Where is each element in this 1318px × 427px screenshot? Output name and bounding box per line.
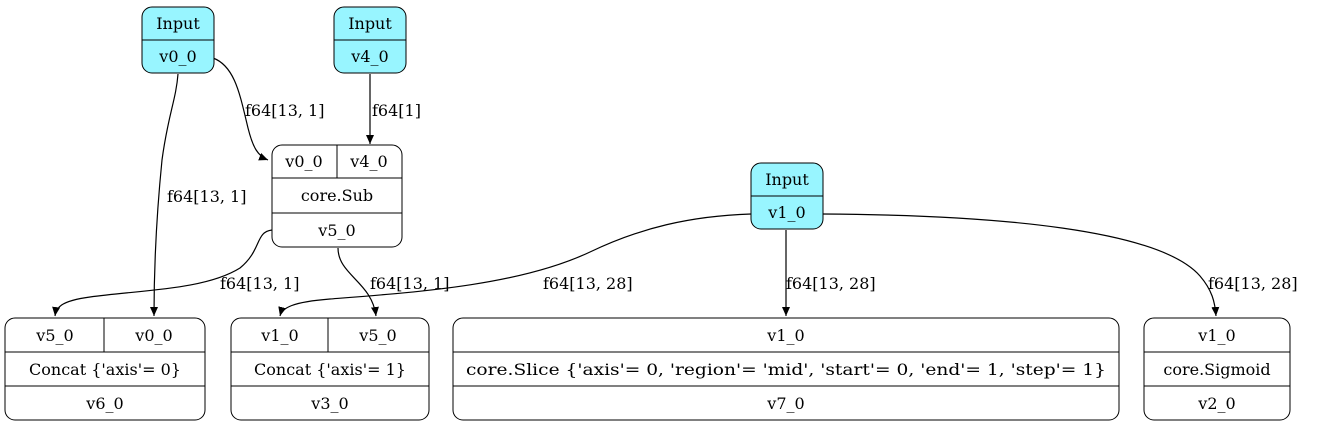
edge-label: f64[13, 28] <box>543 274 633 293</box>
edge-label: f64[13, 28] <box>786 274 876 293</box>
edge-v1-to-slice: f64[13, 28] <box>782 230 876 316</box>
input-node-v0-0[interactable]: Input v0_0 <box>141 6 215 74</box>
output-port: v7_0 <box>766 394 804 413</box>
input-port: v5_0 <box>358 326 396 345</box>
output-port: v2_0 <box>1197 394 1235 413</box>
op-node-concat-v3[interactable]: v1_0 v5_0 Concat {'axis'= 1} v3_0 <box>230 317 430 421</box>
node-header: Input <box>348 14 392 33</box>
op-label: core.Sigmoid <box>1163 360 1270 379</box>
edge-v1-to-sigmoid: f64[13, 28] <box>821 213 1298 317</box>
input-port: v1_0 <box>766 326 804 345</box>
edge-sub-to-concat-v3: f64[13, 1] <box>337 247 449 317</box>
edge-v1-to-concat-v3: f64[13, 28] <box>278 213 752 317</box>
output-port: v0_0 <box>158 47 196 66</box>
input-node-v4-0[interactable]: Input v4_0 <box>333 6 407 74</box>
input-port: v1_0 <box>260 326 298 345</box>
edge-label: f64[13, 1] <box>245 101 324 120</box>
edge-label: f64[13, 1] <box>167 187 246 206</box>
input-port: v1_0 <box>1197 326 1235 345</box>
input-port: v5_0 <box>35 326 73 345</box>
edge-label: f64[13, 1] <box>370 274 449 293</box>
op-label: Concat {'axis'= 1} <box>254 360 406 379</box>
output-port: v5_0 <box>317 221 355 240</box>
output-port: v6_0 <box>85 394 123 413</box>
op-node-core-sub[interactable]: v0_0 v4_0 core.Sub v5_0 <box>271 144 403 248</box>
edge-label: f64[13, 28] <box>1208 274 1298 293</box>
op-node-concat-v6[interactable]: v5_0 v0_0 Concat {'axis'= 0} v6_0 <box>4 317 206 421</box>
output-port: v1_0 <box>767 203 805 222</box>
edge-v4-to-sub: f64[1] <box>366 74 421 144</box>
edge-v0-to-sub: f64[13, 1] <box>212 57 324 161</box>
input-node-v1-0[interactable]: Input v1_0 <box>750 162 824 230</box>
output-port: v4_0 <box>350 47 388 66</box>
edge-v0-to-concat-v6: f64[13, 1] <box>150 73 246 317</box>
op-node-core-slice[interactable]: v1_0 core.Slice {'axis'= 0, 'region'= 'm… <box>452 317 1120 421</box>
edge-sub-to-concat-v6: f64[13, 1] <box>52 229 299 317</box>
edge-label: f64[13, 1] <box>220 274 299 293</box>
op-label: core.Sub <box>301 186 373 205</box>
edge-label: f64[1] <box>372 101 421 120</box>
op-label: Concat {'axis'= 0} <box>29 360 181 379</box>
op-node-core-sigmoid[interactable]: v1_0 core.Sigmoid v2_0 <box>1143 317 1291 421</box>
node-header: Input <box>156 14 200 33</box>
output-port: v3_0 <box>310 394 348 413</box>
op-label: core.Slice {'axis'= 0, 'region'= 'mid', … <box>466 360 1106 379</box>
input-port: v0_0 <box>284 152 322 171</box>
node-header: Input <box>765 170 809 189</box>
input-port: v4_0 <box>349 152 387 171</box>
input-port: v0_0 <box>134 326 172 345</box>
